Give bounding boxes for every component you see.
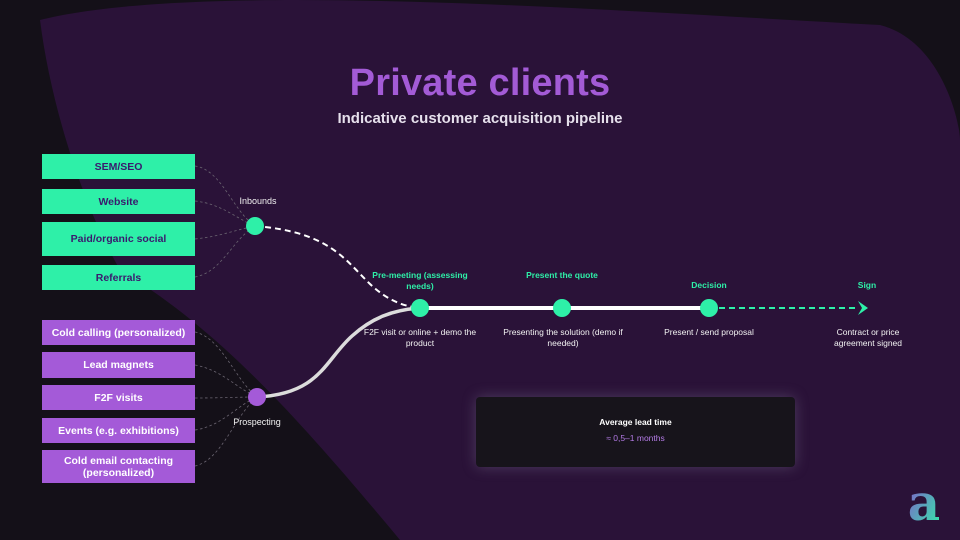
source-box-sem-seo: SEM/SEO — [42, 154, 195, 179]
stage-node-pre-meeting — [411, 299, 429, 317]
connector-f2f — [194, 396, 258, 399]
stage-title-quote: Present the quote — [526, 270, 598, 280]
connector-cold-email — [194, 396, 258, 467]
connector-website — [194, 200, 256, 227]
connector-social — [194, 225, 256, 240]
outbound-connectors — [194, 331, 258, 467]
prospecting-path — [256, 306, 421, 399]
sign-arrow-icon — [858, 301, 868, 315]
stage-desc-quote: Presenting the solution (demo if needed) — [503, 327, 623, 348]
source-box-f2f-visits: F2F visits — [42, 385, 195, 410]
stage-desc-pre-meeting: F2F visit or online + demo the product — [363, 327, 477, 348]
logo-letter: a — [908, 476, 940, 528]
stage-node-quote — [553, 299, 571, 317]
inbound-node — [246, 217, 264, 235]
connector-events — [194, 396, 258, 431]
page-subtitle: Indicative customer acquisition pipeline — [337, 110, 623, 127]
source-box-cold-calling: Cold calling (personalized) — [42, 320, 195, 345]
connector-sem — [194, 165, 256, 227]
source-box-website: Website — [42, 189, 195, 214]
stage-node-decision — [700, 299, 718, 317]
lead-time-panel: Average lead time ≈ 0,5–1 months — [476, 397, 795, 467]
source-box-referrals: Referrals — [42, 265, 195, 290]
source-box-lead-magnets: Lead magnets — [42, 352, 195, 378]
stage-desc-decision: Present / send proposal — [664, 327, 754, 337]
source-box-social: Paid/organic social — [42, 222, 195, 256]
source-box-events: Events (e.g. exhibitions) — [42, 418, 195, 443]
channel-label-prospecting: Prospecting — [233, 417, 281, 427]
lead-time-value: ≈ 0,5–1 months — [606, 433, 665, 443]
connector-lead-magnets — [194, 364, 258, 398]
inbound-path — [254, 225, 421, 309]
lead-time-title: Average lead time — [599, 417, 672, 427]
inbound-connectors — [194, 165, 256, 278]
prospecting-node — [248, 388, 266, 406]
a-letter-logo-icon: a — [908, 476, 940, 528]
page-title: Private clients — [349, 62, 611, 104]
stage-title-decision: Decision — [691, 280, 727, 290]
source-box-cold-email: Cold email contacting (personalized) — [42, 450, 195, 483]
stage-desc-sign: Contract or price agreement signed — [833, 327, 903, 348]
stage-title-pre-meeting: Pre-meeting (assessing needs) — [372, 270, 468, 291]
connector-cold-calling — [194, 331, 258, 398]
stage-title-sign: Sign — [857, 280, 877, 290]
channel-label-inbounds: Inbounds — [239, 196, 277, 206]
